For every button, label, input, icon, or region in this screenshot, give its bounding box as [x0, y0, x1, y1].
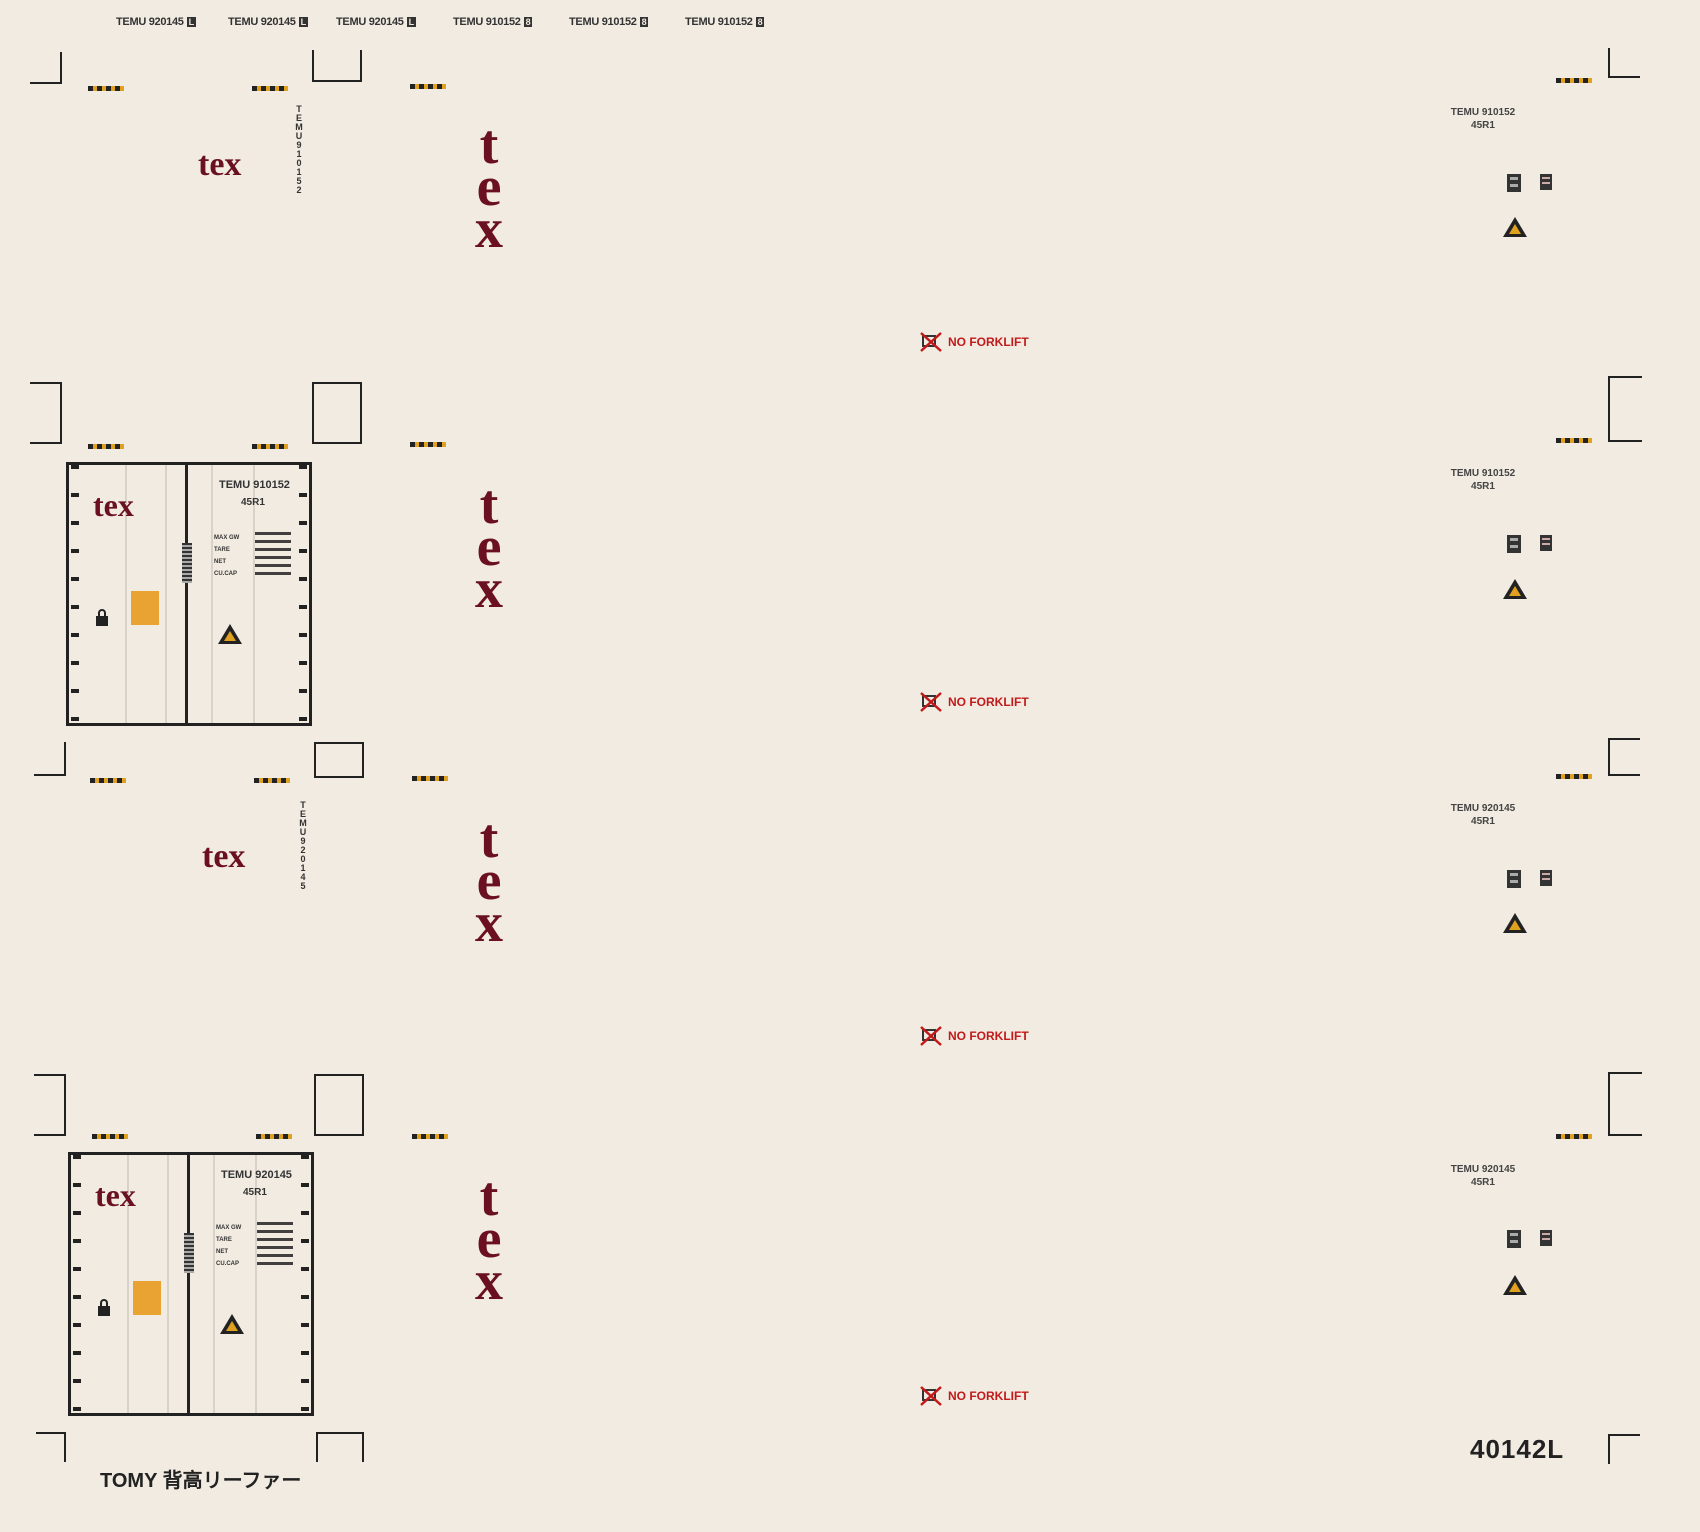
crop-mark: [36, 1432, 66, 1462]
hazard-stripe: [90, 778, 126, 783]
vent-icon: [1507, 1230, 1521, 1248]
hazard-stripe: [256, 1134, 292, 1139]
crop-mark: [1608, 1072, 1642, 1136]
hazard-stripe: [1556, 1134, 1592, 1139]
container-door-panel: tex TEMU 920145 45R1 MAX GW TARE NET CU.…: [68, 1152, 314, 1416]
vent-icon: [1507, 535, 1521, 553]
hazard-stripe: [254, 778, 290, 783]
hazard-stripe: [1556, 78, 1592, 83]
crop-box: [312, 382, 362, 444]
crop-box: [314, 742, 364, 778]
door-label: NET: [214, 559, 226, 565]
no-forklift-icon: [920, 1386, 942, 1406]
hazard-stripe: [412, 776, 448, 781]
crop-box: [316, 1432, 364, 1462]
no-forklift-label: NO FORKLIFT: [920, 1386, 1029, 1406]
crop-mark: [1608, 48, 1640, 78]
door-type-code: 45R1: [241, 497, 265, 508]
hazard-stripe: [88, 444, 124, 449]
no-forklift-icon: [920, 332, 942, 352]
door-brand-logo: tex: [93, 487, 134, 523]
door-label: MAX GW: [214, 535, 240, 541]
crop-box: [312, 50, 362, 82]
no-forklift-icon: [920, 692, 942, 712]
crop-mark: [34, 1074, 66, 1136]
hazard-stripe: [410, 84, 446, 89]
hazard-stripe: [410, 442, 446, 447]
hazard-stripe: [252, 444, 288, 449]
plate-icon: [1540, 174, 1552, 190]
warning-triangle-icon: [1503, 913, 1527, 933]
hazard-stripe: [1556, 438, 1592, 443]
door-type-code: 45R1: [243, 1187, 267, 1198]
crop-mark: [1608, 738, 1640, 776]
warning-triangle-icon: [218, 624, 242, 644]
crop-mark: [1608, 376, 1642, 442]
warning-triangle-icon: [220, 1314, 244, 1334]
door-label: TARE: [216, 1237, 232, 1243]
hazard-stripe: [92, 1134, 128, 1139]
vent-icon: [1507, 174, 1521, 192]
crop-mark: [1608, 1434, 1640, 1464]
no-forklift-label: NO FORKLIFT: [920, 332, 1029, 352]
hazard-stripe: [412, 1134, 448, 1139]
no-forklift-label: NO FORKLIFT: [920, 692, 1029, 712]
crop-mark: [30, 52, 62, 84]
no-forklift-icon: [920, 1026, 942, 1046]
hazard-stripe: [1556, 774, 1592, 779]
no-forklift-label: NO FORKLIFT: [920, 1026, 1029, 1046]
warning-triangle-icon: [1503, 579, 1527, 599]
door-label: CU.CAP: [216, 1261, 240, 1267]
door-label: MAX GW: [216, 1225, 242, 1231]
container-door-panel: tex TEMU 910152 45R1 MAX GW TARE NET CU.…: [66, 462, 312, 726]
caution-label: [133, 1281, 161, 1315]
crop-box: [314, 1074, 364, 1136]
brand-logo: tex: [198, 146, 242, 183]
weight-data-block: [257, 1221, 293, 1265]
product-name: TOMY 背高リーファー: [100, 1470, 302, 1492]
plate-icon: [1540, 870, 1552, 886]
caution-label: [131, 591, 159, 625]
hazard-stripe: [252, 86, 288, 91]
vertical-container-id: TEMU910152: [294, 104, 304, 194]
weight-data-block: [255, 531, 291, 575]
brand-logo: tex: [202, 838, 246, 875]
warning-triangle-icon: [1503, 217, 1527, 237]
door-label: TARE: [214, 547, 230, 553]
plate-icon: [1540, 1230, 1552, 1246]
door-label: NET: [216, 1249, 228, 1255]
plate-icon: [1540, 535, 1552, 551]
vent-icon: [1507, 870, 1521, 888]
crop-mark: [34, 742, 66, 776]
lock-icon: [98, 1299, 110, 1316]
vertical-container-id: TEMU920145: [298, 800, 308, 890]
door-container-id: TEMU 920145: [221, 1169, 292, 1181]
door-brand-logo: tex: [95, 1177, 136, 1213]
crop-mark: [30, 382, 62, 444]
door-container-id: TEMU 910152: [219, 479, 290, 491]
door-label: CU.CAP: [214, 571, 238, 577]
warning-triangle-icon: [1503, 1275, 1527, 1295]
lock-icon: [96, 609, 108, 626]
product-code: 40142L: [1470, 1434, 1565, 1464]
hazard-stripe: [88, 86, 124, 91]
